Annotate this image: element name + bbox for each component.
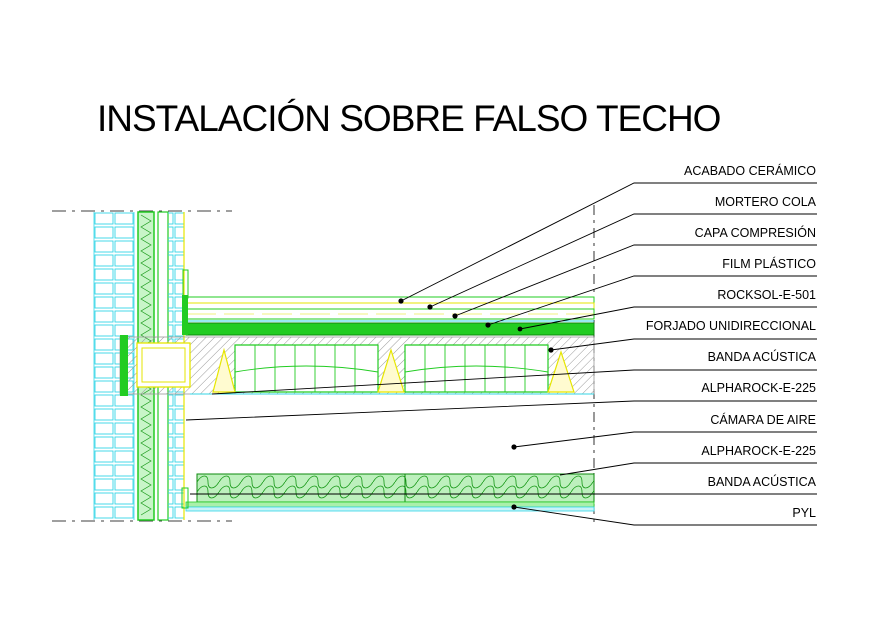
label-alpharock-1: ALPHAROCK-E-225 <box>701 381 816 395</box>
floor-layers <box>182 269 595 336</box>
slab <box>119 335 595 396</box>
label-banda-acustica-1: BANDA ACÚSTICA <box>708 349 817 364</box>
label-acabado-ceramico: ACABADO CERÁMICO <box>684 163 816 178</box>
leader-lines <box>185 182 817 526</box>
label-film-plastico: FILM PLÁSTICO <box>722 256 816 271</box>
label-pyl: PYL <box>792 506 816 520</box>
label-banda-acustica-2: BANDA ACÚSTICA <box>708 474 817 489</box>
labels: ACABADO CERÁMICO MORTERO COLA CAPA COMPR… <box>646 163 817 520</box>
reference-lines <box>52 205 595 525</box>
label-capa-compresion: CAPA COMPRESIÓN <box>695 225 816 240</box>
false-ceiling <box>181 473 595 512</box>
label-forjado-unidireccional: FORJADO UNIDIRECCIONAL <box>646 319 816 333</box>
label-rocksol: ROCKSOL-E-501 <box>717 288 816 302</box>
label-alpharock-2: ALPHAROCK-E-225 <box>701 444 816 458</box>
drawing-title: INSTALACIÓN SOBRE FALSO TECHO <box>97 98 721 139</box>
label-mortero-cola: MORTERO COLA <box>715 195 817 209</box>
label-camara-de-aire: CÁMARA DE AIRE <box>710 412 816 427</box>
